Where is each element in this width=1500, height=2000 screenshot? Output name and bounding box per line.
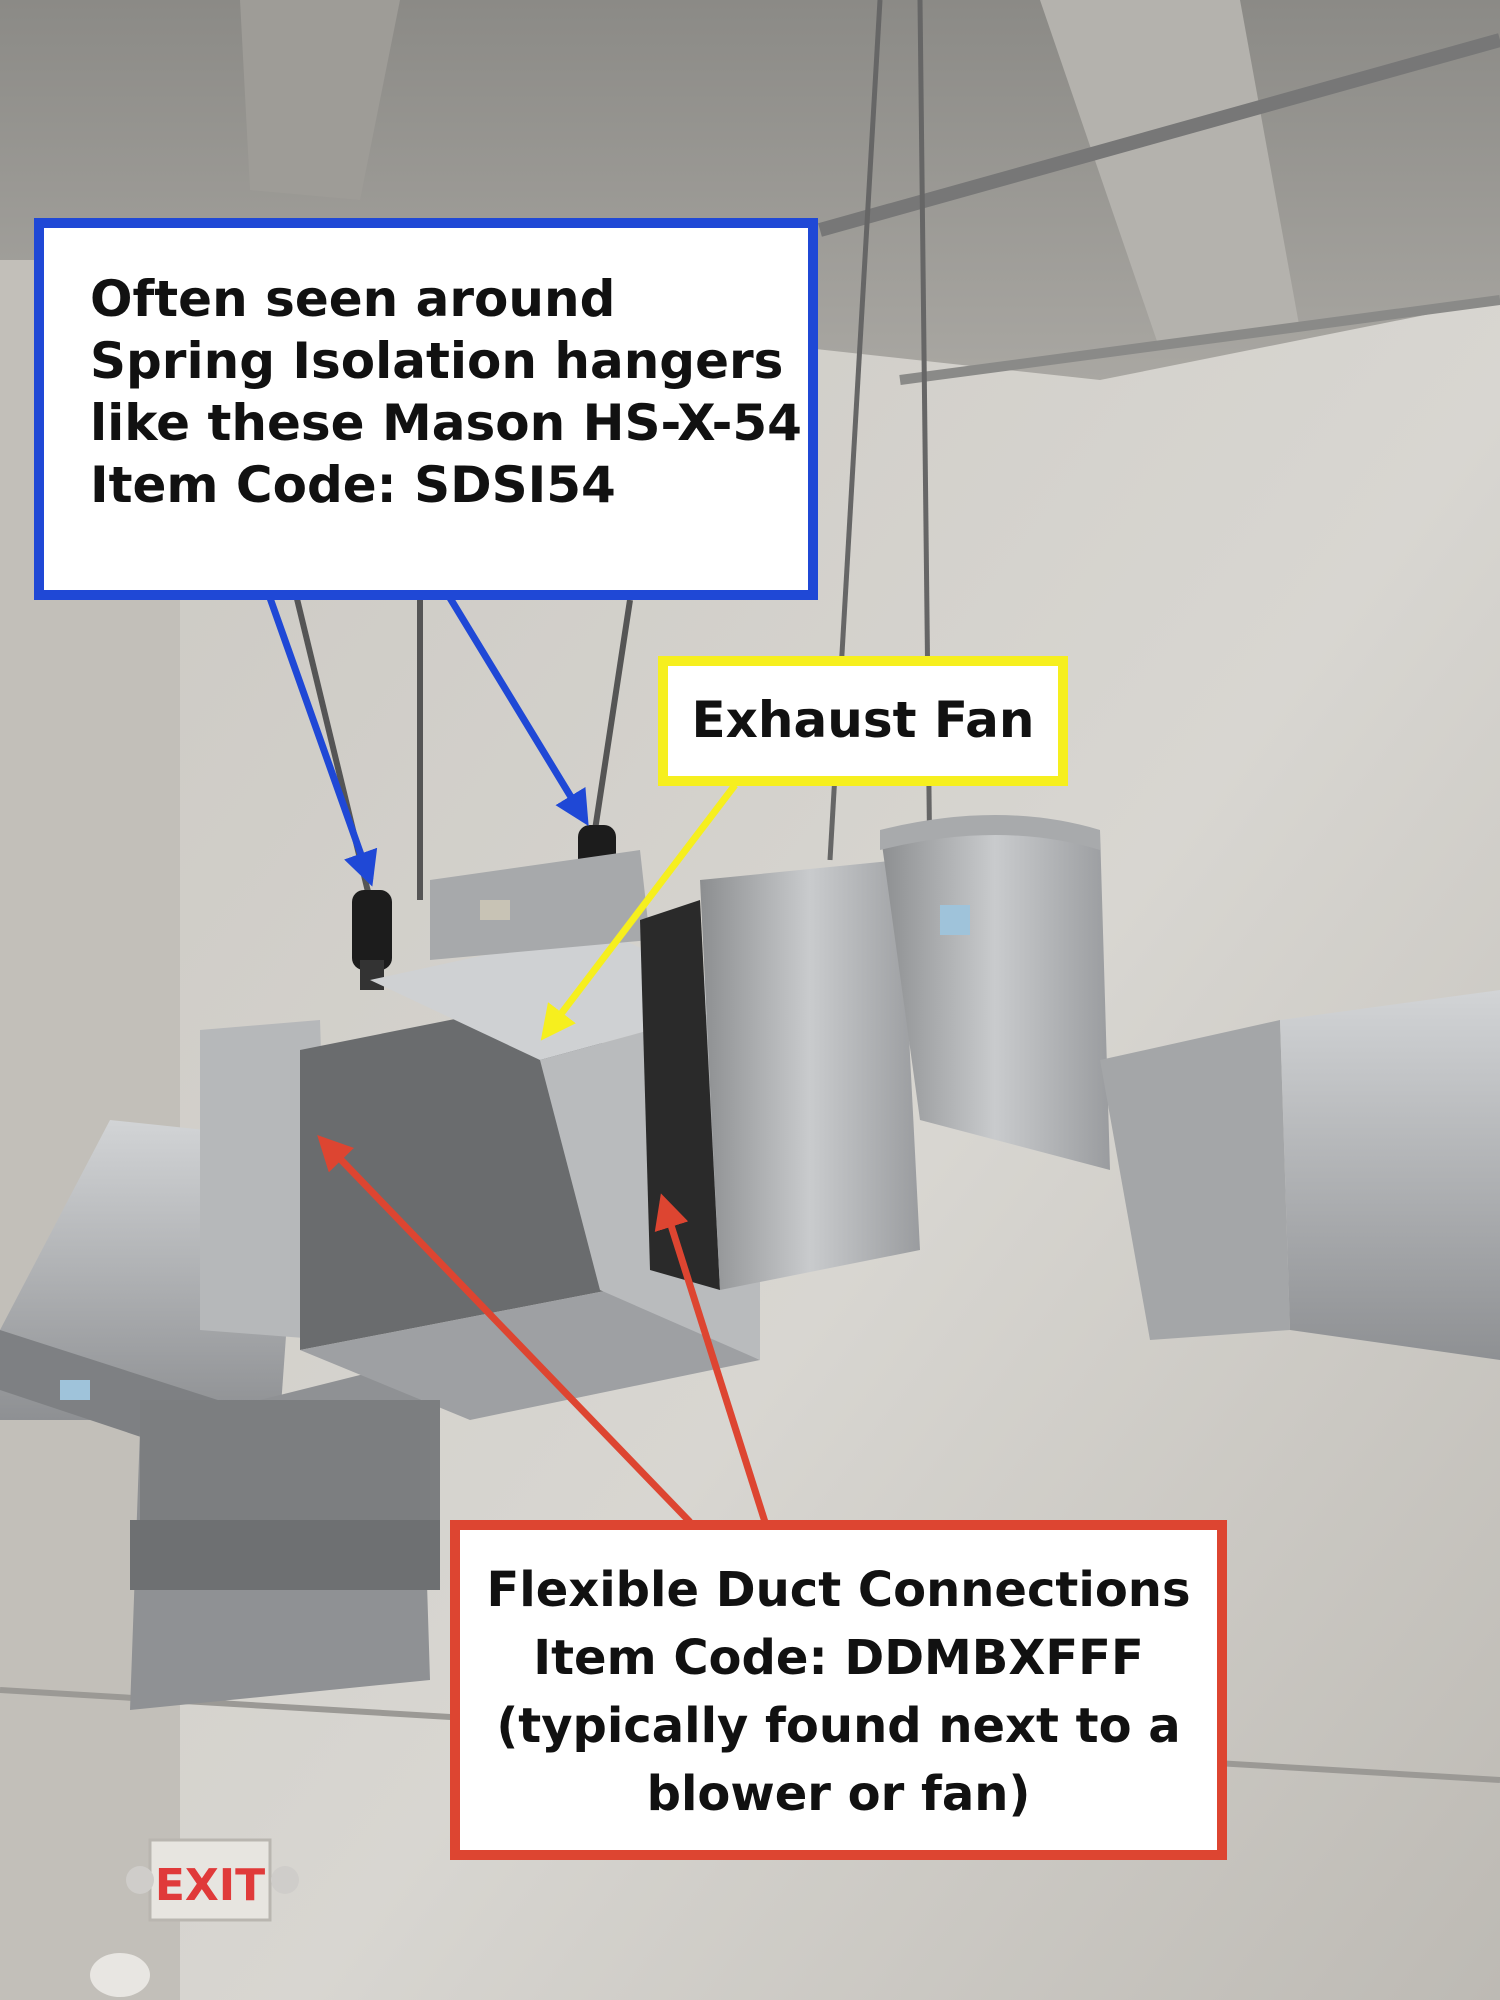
fan-warning-label — [480, 900, 510, 920]
callout-line: Often seen around — [90, 270, 616, 328]
conduit-pipe — [818, 33, 1500, 237]
callout-line: Item Code: DDMBXFFF — [533, 1630, 1144, 1686]
hanger-rod — [592, 599, 633, 831]
flex-duct-callout: Flexible Duct Connections Item Code: DDM… — [450, 1520, 1227, 1860]
blue-arrow-left — [266, 596, 378, 887]
ceiling-beam — [1040, 0, 1300, 350]
red-arrow-left — [317, 1134, 693, 1525]
callout-line: Item Code: SDSI54 — [90, 456, 616, 514]
hangers-callout: Often seen around Spring Isolation hange… — [34, 218, 818, 600]
ductwork — [0, 815, 1500, 1710]
callout-line: like these Mason HS-X-54 — [90, 394, 802, 452]
callout-line: Exhaust Fan — [691, 691, 1035, 749]
callout-line: Flexible Duct Connections — [486, 1562, 1191, 1618]
duct-label — [60, 1380, 90, 1400]
exhaust-fan-callout: Exhaust Fan — [658, 656, 1068, 786]
ceiling-beam — [240, 0, 400, 200]
callout-line: (typically found next to a — [496, 1698, 1181, 1754]
spring-isolator-left — [352, 890, 392, 990]
red-arrow-right — [654, 1193, 769, 1524]
callout-line: Spring Isolation hangers — [90, 332, 784, 390]
yellow-arrow — [540, 782, 738, 1041]
wall-light — [90, 1953, 150, 1997]
duct-label — [940, 905, 970, 935]
exit-sign-text: EXIT — [155, 1860, 265, 1911]
exit-sign: EXIT — [126, 1838, 299, 1922]
conduit-pipe — [899, 295, 1500, 385]
blue-arrow-right — [447, 596, 589, 826]
callout-line: blower or fan) — [646, 1766, 1031, 1822]
